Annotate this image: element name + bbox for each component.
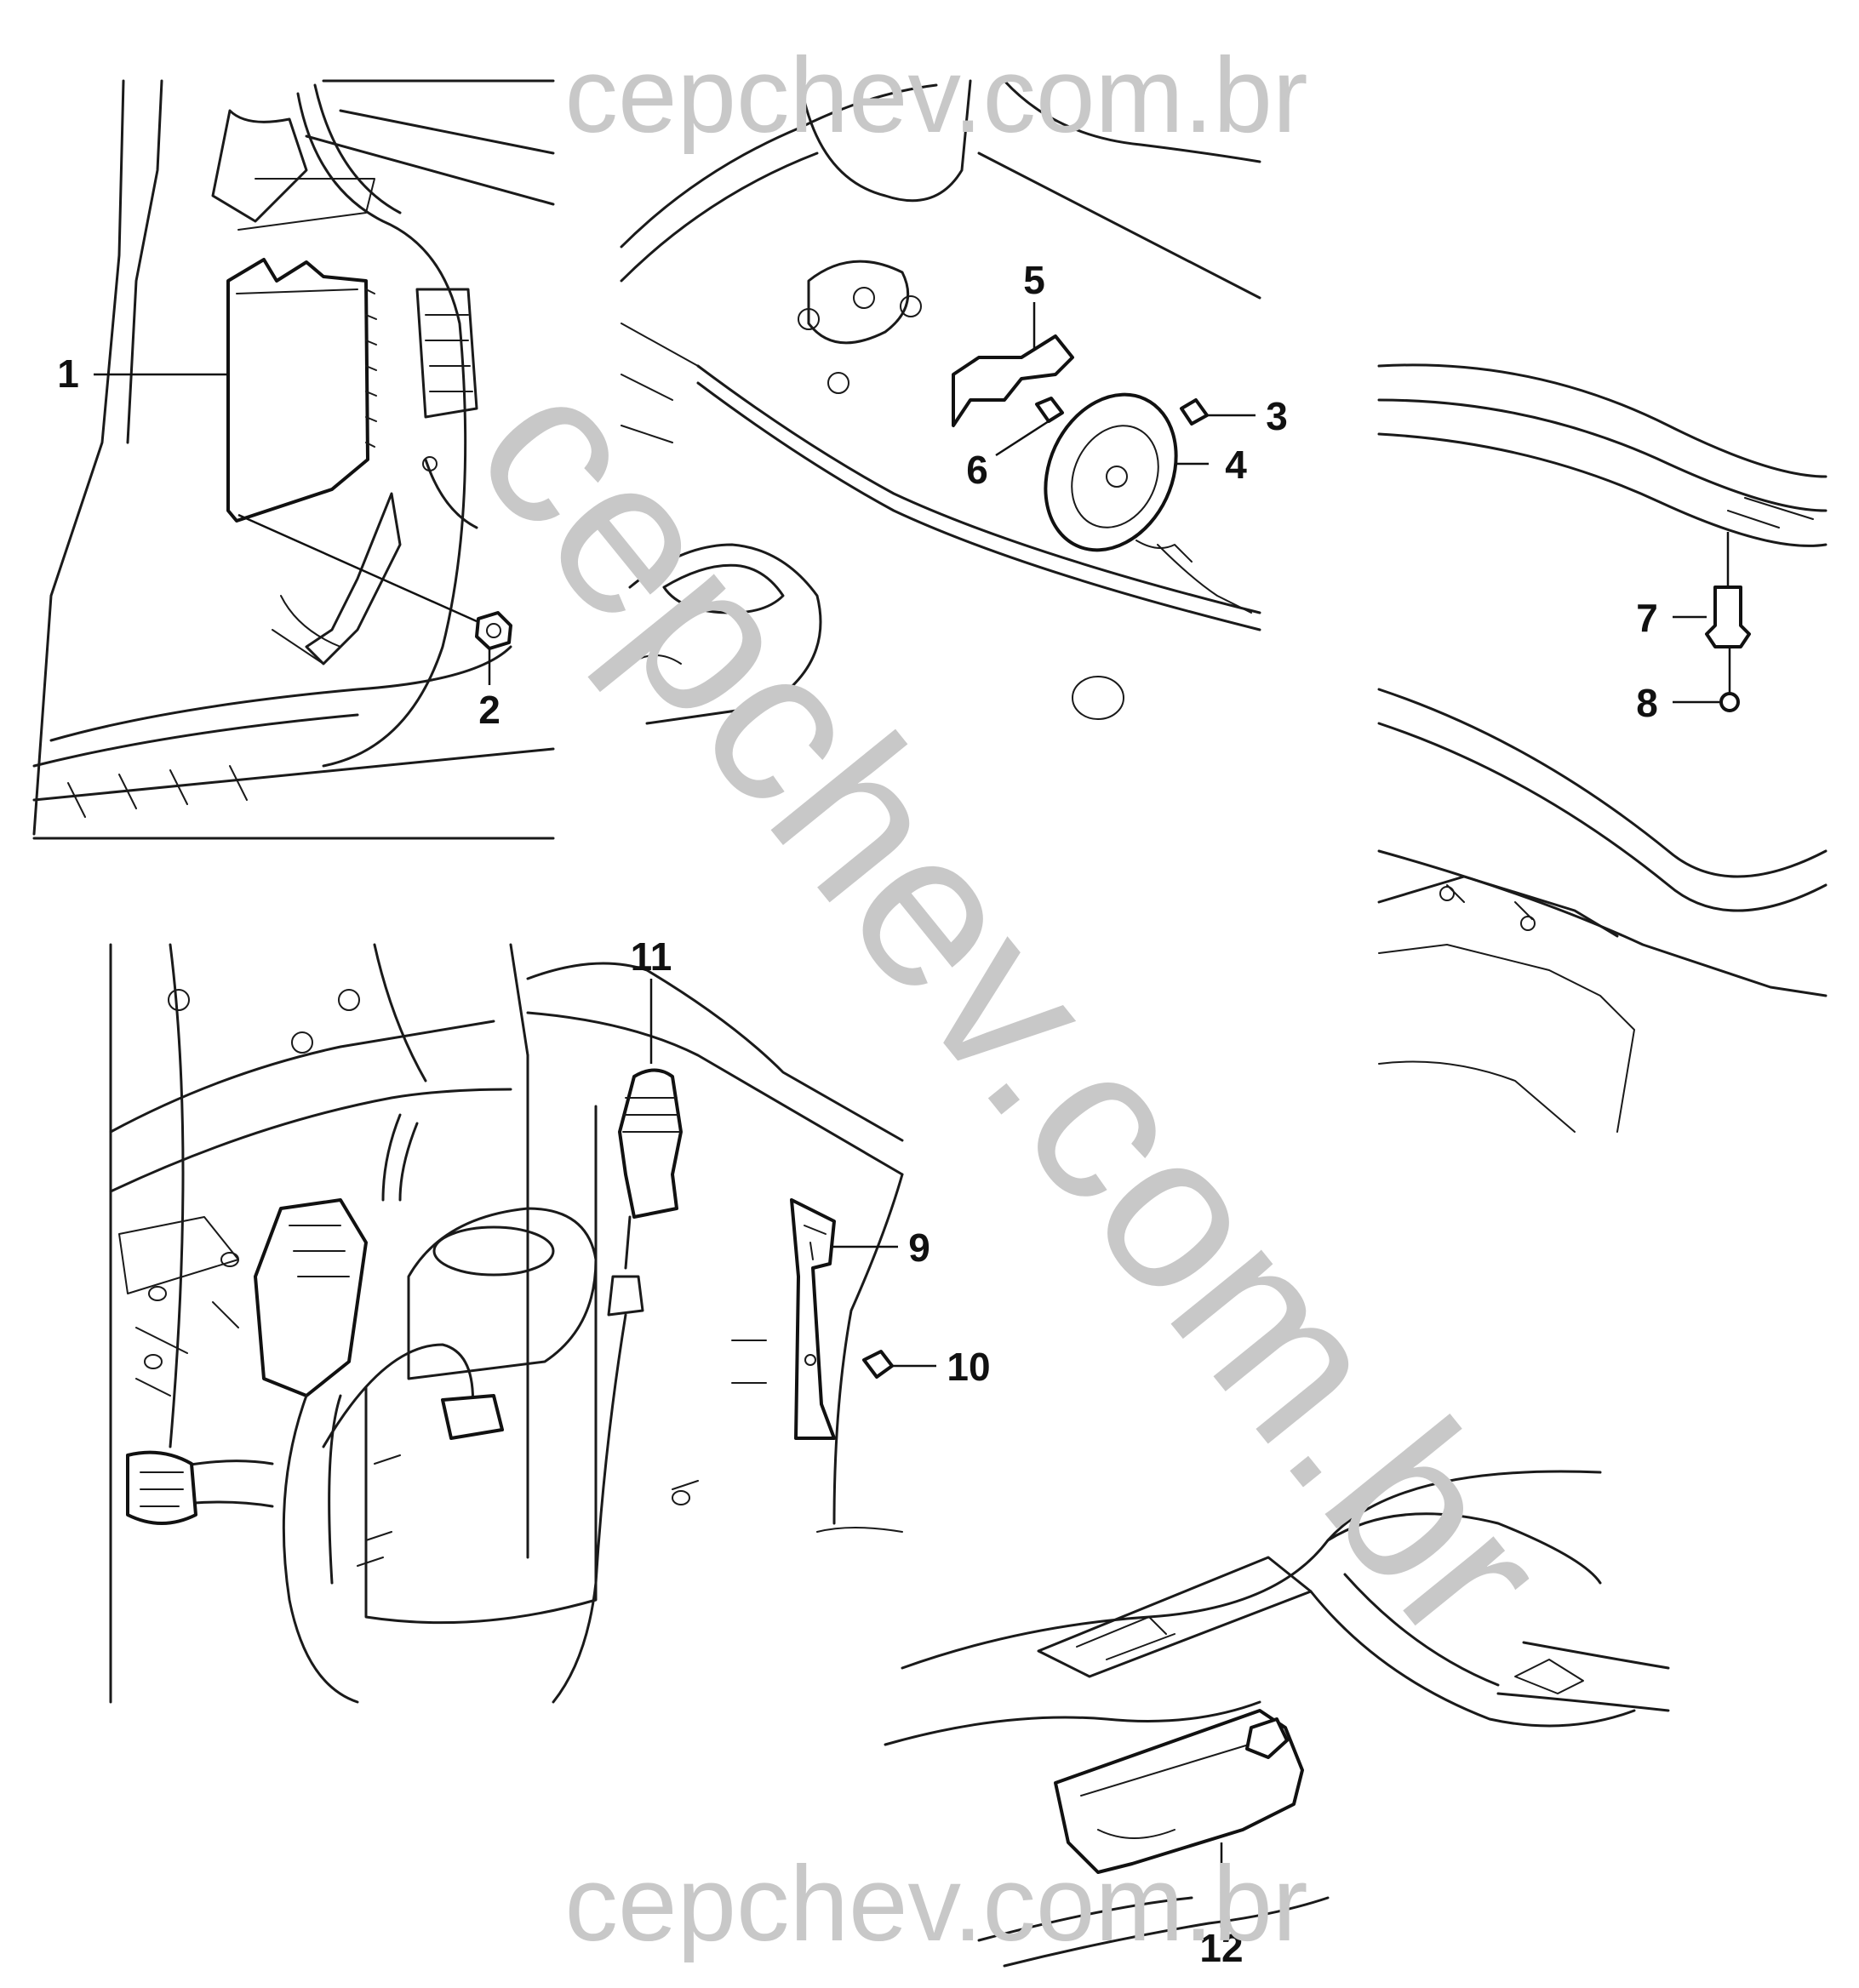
callout-1: 1: [57, 351, 79, 396]
callout-5: 5: [1023, 258, 1045, 302]
horn-bracket-part: [952, 334, 1074, 427]
callout-12: 12: [1199, 1926, 1243, 1970]
control-module-part: [226, 258, 369, 523]
callout-10: 10: [947, 1345, 990, 1389]
callout-11: 11: [631, 934, 672, 979]
sensor-bracket-part: [790, 1198, 836, 1440]
callout-2: 2: [478, 688, 500, 732]
panel-horn: 5 3 4 6: [620, 79, 1288, 725]
watermark-bottom: cepchev.com.br: [564, 1845, 1307, 1963]
callout-6: 6: [966, 448, 988, 492]
callout-9: 9: [908, 1225, 930, 1270]
callout-7: 7: [1636, 596, 1658, 640]
callout-4: 4: [1225, 443, 1247, 487]
watermark-top: cepchev.com.br: [564, 37, 1307, 155]
horn-bolt-part: [1180, 398, 1209, 426]
hood-switch-part: [1705, 586, 1751, 648]
bracket-bolt-10-part: [862, 1350, 894, 1379]
panel-control-module: 1 2: [32, 79, 555, 840]
panel-sensor-bracket: 11 9 10: [109, 934, 991, 1704]
callout-3: 3: [1266, 394, 1288, 438]
callout-8: 8: [1636, 681, 1658, 725]
panel-hood-switch: 7 8: [1377, 363, 1828, 1133]
sensor-part: [618, 1068, 683, 1219]
hood-switch-screw-part: [1719, 692, 1740, 712]
panel-underbody-module: 12: [884, 1470, 1670, 1970]
bracket-bolt-part: [1035, 397, 1064, 423]
nut-part: [475, 611, 512, 650]
